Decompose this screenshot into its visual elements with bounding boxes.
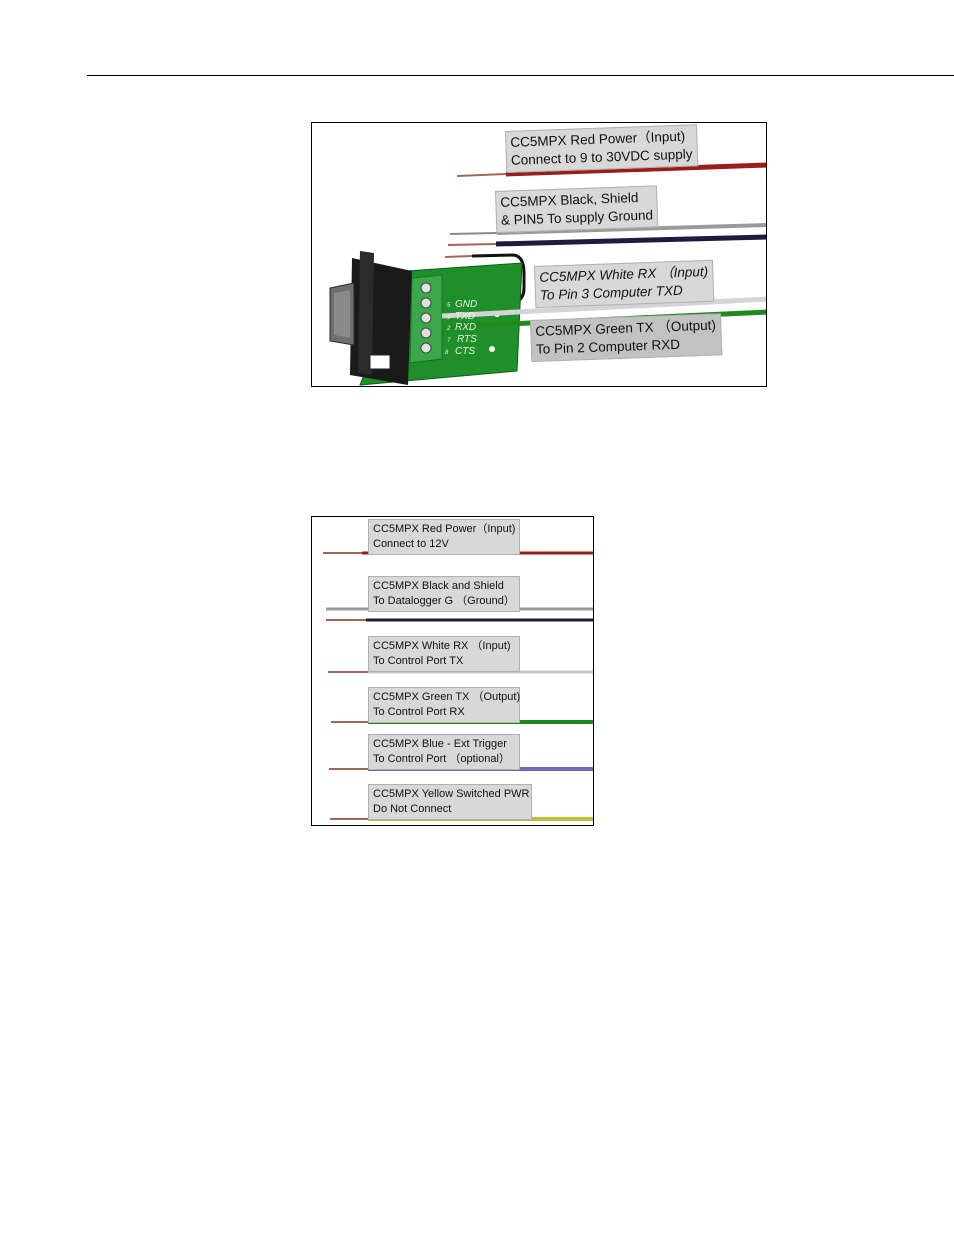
pin-name-rxd: RXD (455, 322, 476, 333)
db9-connector (329, 251, 412, 385)
pin-num-gnd: 5 (447, 303, 451, 309)
label-white-rx: CC5MPX White RX （Input) To Control Port … (368, 636, 520, 673)
figure-rs232-adapter-wiring: 5 GND 3 TXD 2 RXD 7 RTS 8 CTS CC5MPX Red… (311, 122, 767, 387)
label-red-power-line2: Connect to 12V (373, 538, 449, 551)
pin-name-gnd: GND (455, 299, 477, 310)
label-red-power-line1: CC5MPX Red Power（Input) (373, 523, 516, 535)
pin-num-rxd: 2 (446, 326, 451, 332)
label-black-shield: CC5MPX Black and Shield To Datalogger G … (368, 576, 520, 613)
pin-silkscreen: 5 GND 3 TXD 2 RXD 7 RTS 8 CTS (445, 299, 477, 357)
label-blue-trigger-line1: CC5MPX Blue - Ext Trigger (373, 738, 507, 750)
white-rx-wire (441, 296, 766, 319)
shield-wire (449, 223, 766, 235)
figure-datalogger-wiring: CC5MPX Red Power（Input) Connect to 12V C… (311, 516, 594, 826)
label-green-tx: CC5MPX Green TX （Output) To Control Port… (368, 687, 521, 724)
label-green-tx: CC5MPX Green TX （Output) To Pin 2 Comput… (530, 313, 722, 362)
pin-name-txd: TXD (455, 311, 475, 322)
adapter-illustration: 5 GND 3 TXD 2 RXD 7 RTS 8 CTS (329, 162, 766, 386)
screw-terminal-block (409, 274, 443, 364)
label-black-shield: CC5MPX Black, Shield & PIN5 To supply Gr… (495, 185, 659, 233)
black-ground-wire (447, 234, 766, 247)
label-white-rx-line2: To Control Port TX (373, 655, 464, 668)
label-green-tx-line1: CC5MPX Green TX （Output) (373, 691, 521, 703)
label-red-power: CC5MPX Red Power（Input) Connect to 9 to … (505, 124, 698, 173)
label-blue-trigger-line2: To Control Port （optional） (373, 753, 510, 766)
pin-num-txd: 3 (447, 315, 451, 321)
pin-num-cts: 8 (445, 350, 449, 356)
label-red-power: CC5MPX Red Power（Input) Connect to 12V (368, 519, 520, 556)
label-blue-trigger: CC5MPX Blue - Ext Trigger To Control Por… (368, 734, 520, 771)
red-power-wire (456, 162, 766, 177)
label-black-shield-line1: CC5MPX Black and Shield (373, 580, 504, 592)
label-white-rx-line1: CC5MPX White RX （Input) (373, 640, 511, 652)
label-white-rx: CC5MPX White RX （Input) To Pin 3 Compute… (534, 259, 715, 308)
pin-name-cts: CTS (455, 346, 475, 357)
pin-num-rts: 7 (447, 338, 451, 344)
pin-name-rts: RTS (457, 334, 477, 345)
header-rule (87, 75, 954, 76)
label-yellow-switched-pwr: CC5MPX Yellow Switched PWR Do Not Connec… (368, 784, 532, 821)
label-green-tx-line2: To Control Port RX (373, 706, 465, 719)
label-black-shield-line2: To Datalogger G （Ground） (373, 595, 515, 608)
label-yellow-switched-pwr-line1: CC5MPX Yellow Switched PWR (373, 788, 530, 800)
label-yellow-switched-pwr-line2: Do Not Connect (373, 803, 452, 816)
